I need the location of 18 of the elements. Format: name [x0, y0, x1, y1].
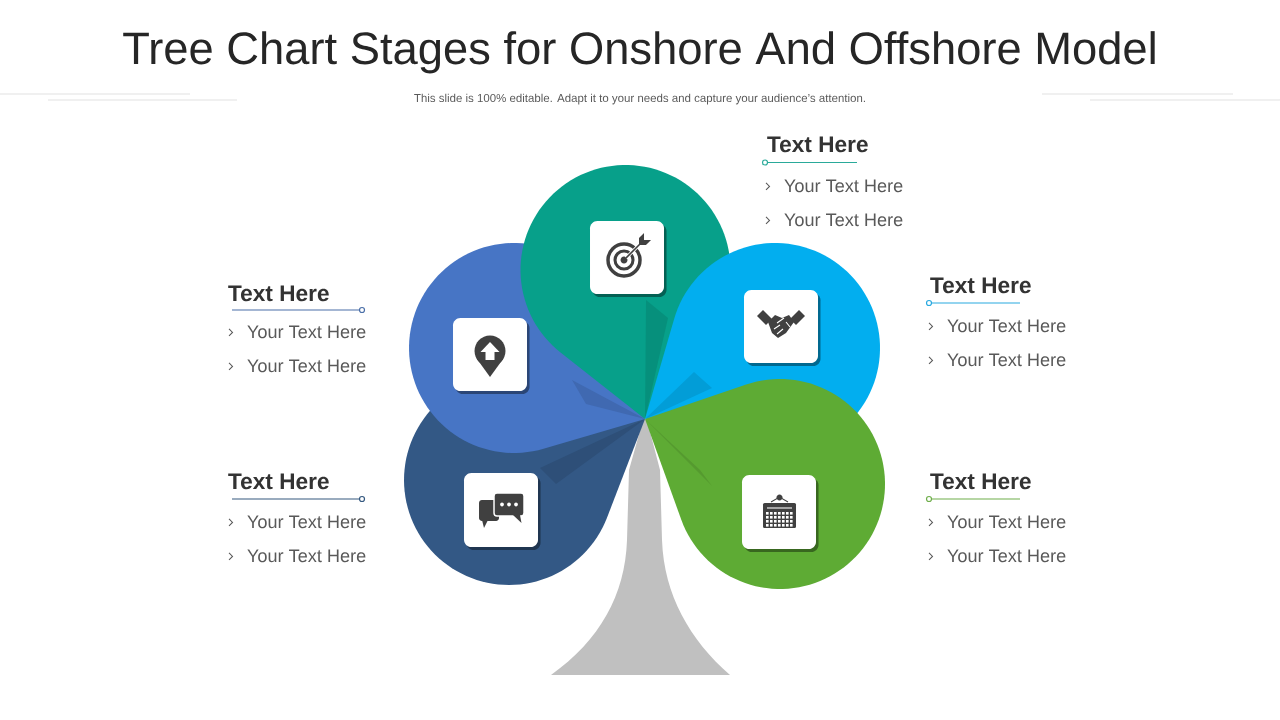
heading: Text Here	[930, 473, 1031, 490]
bullet-text: Your Text Here	[247, 325, 366, 339]
bullet-text: Your Text Here	[247, 515, 366, 529]
bullet-text: Your Text Here	[784, 213, 903, 227]
heading: Text Here	[228, 285, 329, 302]
title: Tree Chart Stages for Onshore And Offshore Model	[123, 31, 1155, 74]
bullet-text: Your Text Here	[947, 549, 1066, 563]
bullet-text: Your Text Here	[247, 359, 366, 373]
bullet-text: Your Text Here	[247, 549, 366, 563]
subtitle: This slide is 100% editable. Adapt it to your needs and capture your audience’s attention.	[414, 93, 865, 105]
bullet-text: Your Text Here	[947, 515, 1066, 529]
bullet-text: Your Text Here	[947, 353, 1066, 367]
tree-trunk	[551, 420, 730, 675]
heading: Text Here	[930, 277, 1031, 294]
bullet-text: Your Text Here	[784, 179, 903, 193]
heading: Text Here	[228, 473, 329, 490]
heading: Text Here	[767, 136, 868, 153]
bullet-text: Your Text Here	[947, 319, 1066, 333]
